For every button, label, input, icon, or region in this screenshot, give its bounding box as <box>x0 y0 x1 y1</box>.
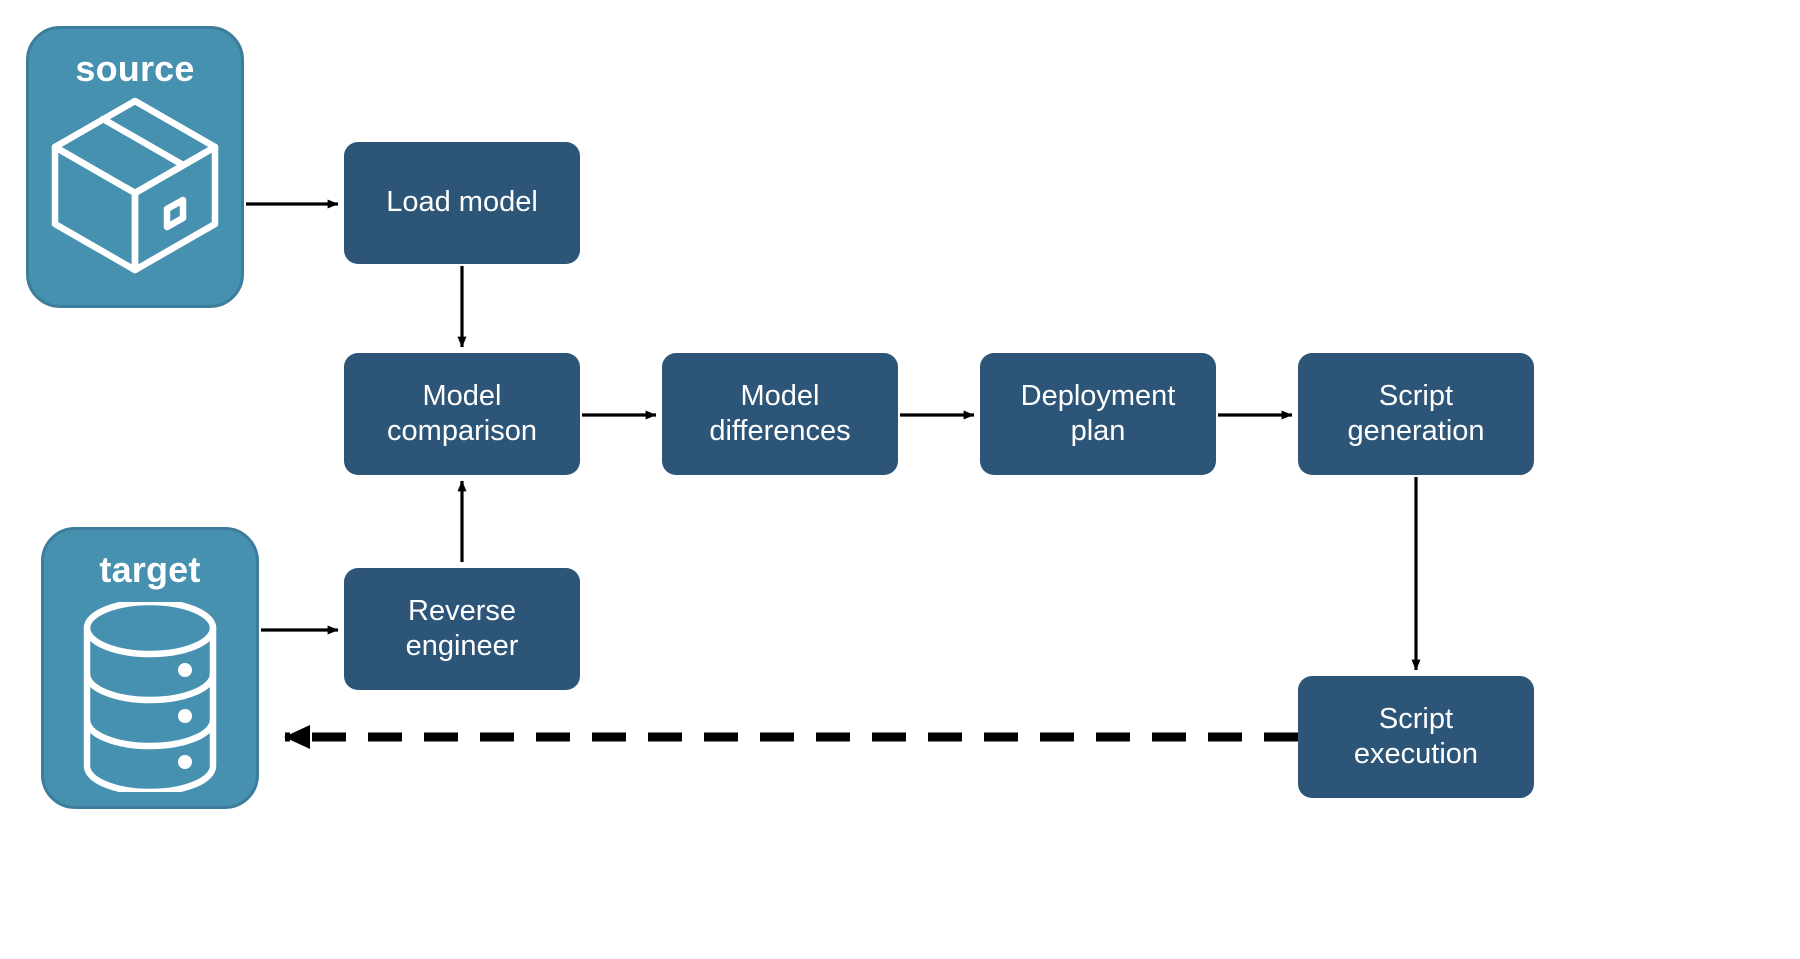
process-script-execution-label: Script execution <box>1353 702 1479 770</box>
process-reverse-engineer[interactable]: Reverse engineer <box>344 568 580 690</box>
endpoint-source[interactable]: source <box>26 26 244 308</box>
process-model-differences[interactable]: Model differences <box>662 353 898 475</box>
process-model-differences-label: Model differences <box>709 379 851 447</box>
process-deployment-plan-label: Deployment plan <box>1020 379 1176 447</box>
process-model-comparison-label: Model comparison <box>387 379 537 447</box>
package-box-icon <box>51 97 219 274</box>
process-script-generation-label: Script generation <box>1347 379 1485 447</box>
endpoint-source-label: source <box>75 48 195 89</box>
process-reverse-engineer-label: Reverse engineer <box>405 594 519 662</box>
process-model-comparison[interactable]: Model comparison <box>344 353 580 475</box>
endpoint-target-label: target <box>99 549 201 590</box>
process-script-generation[interactable]: Script generation <box>1298 353 1534 475</box>
process-deployment-plan[interactable]: Deployment plan <box>980 353 1216 475</box>
endpoint-target[interactable]: target <box>41 527 259 809</box>
process-script-execution[interactable]: Script execution <box>1298 676 1534 798</box>
database-cylinder-icon <box>83 602 217 792</box>
process-load-model[interactable]: Load model <box>344 142 580 264</box>
process-load-model-label: Load model <box>386 186 538 219</box>
